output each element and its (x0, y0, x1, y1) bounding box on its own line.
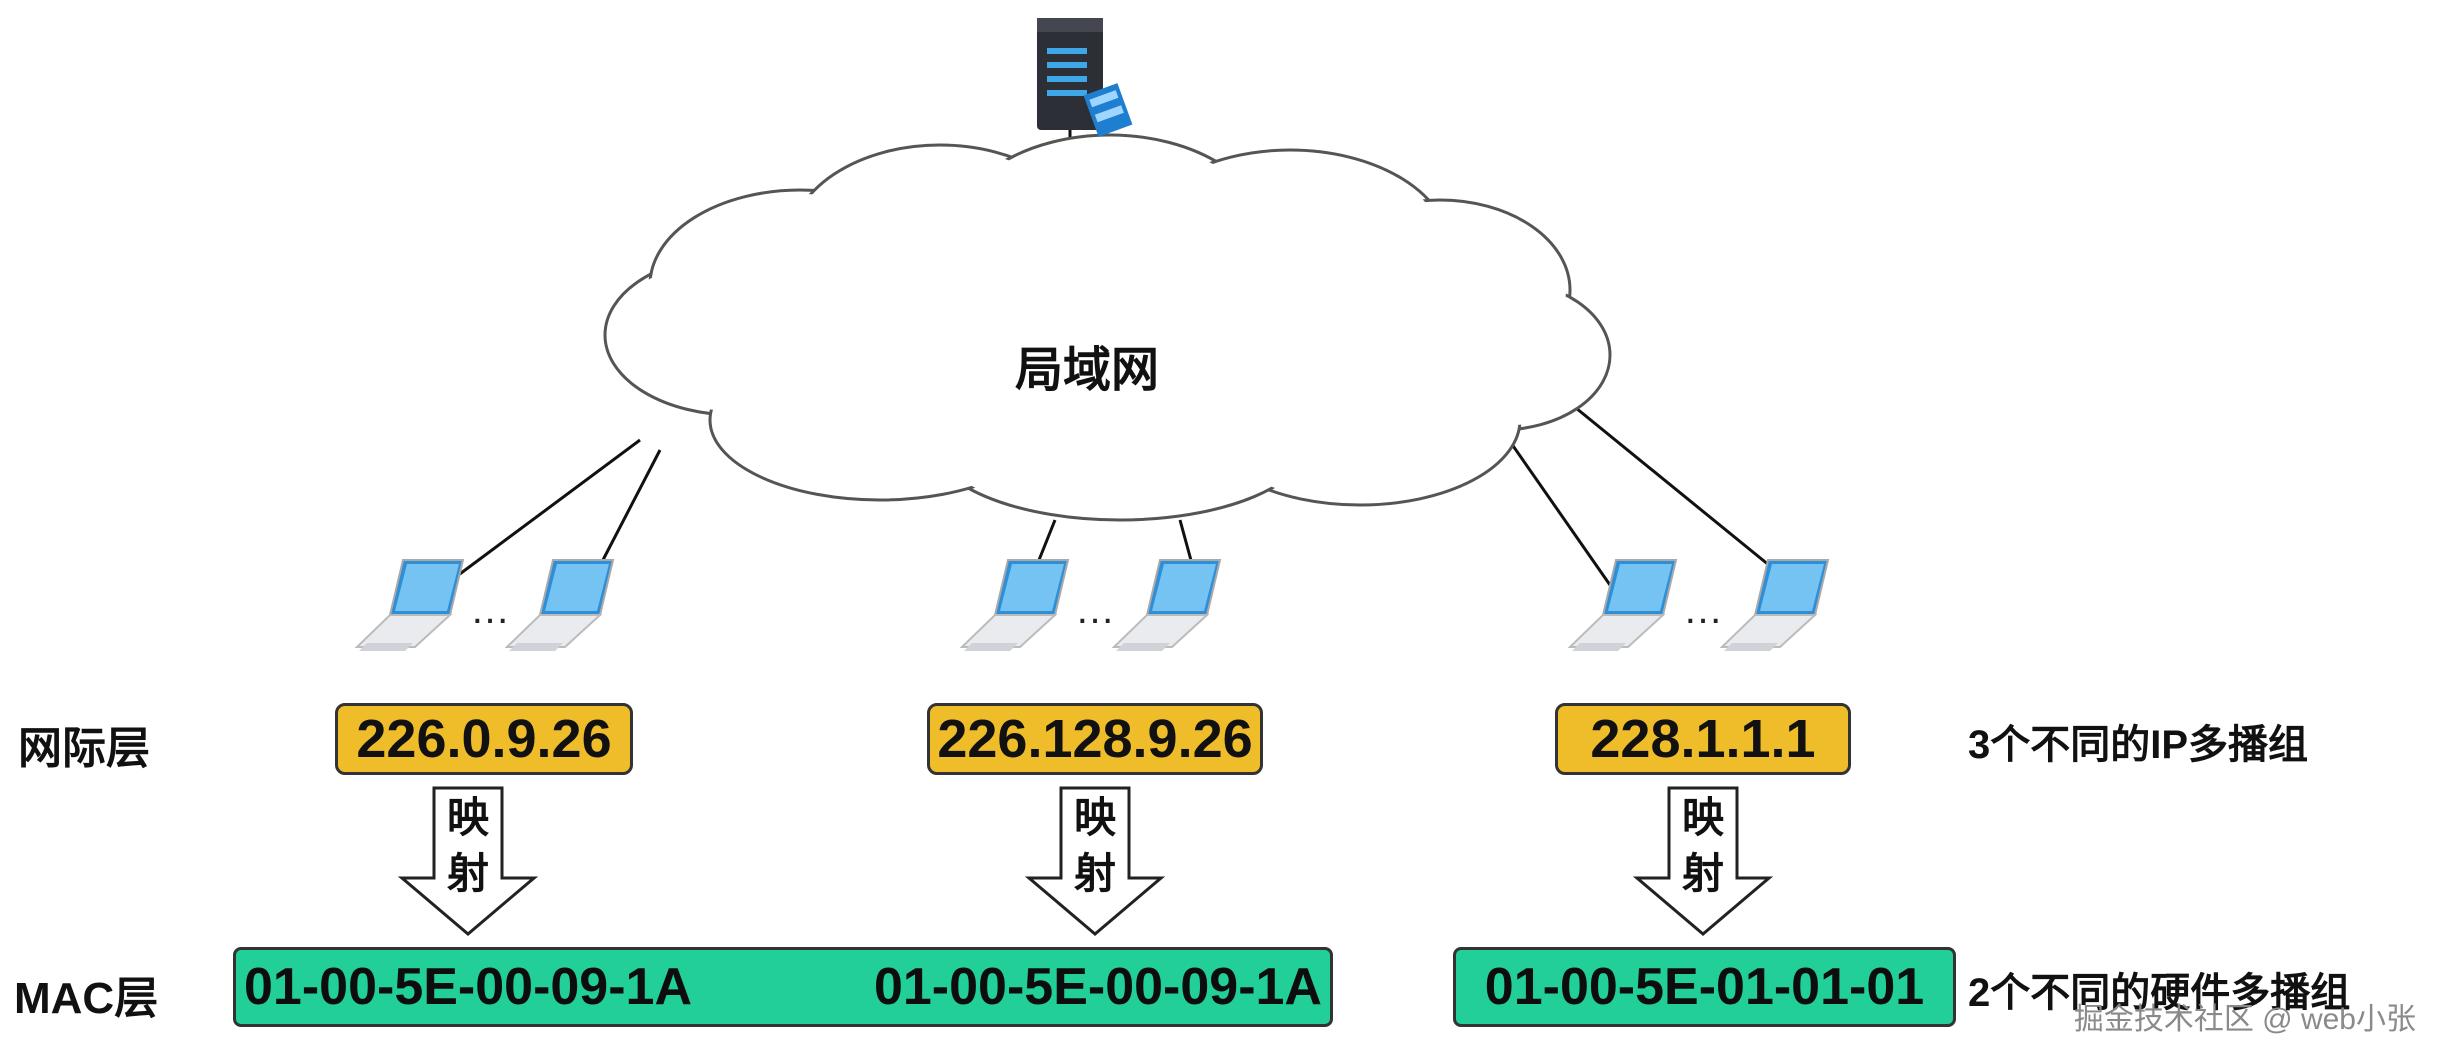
laptop-icon (1112, 559, 1222, 651)
ellipsis: … (1683, 588, 1725, 632)
ip-address-box: 228.1.1.1 (1555, 703, 1851, 775)
ip-address-box: 226.0.9.26 (335, 703, 633, 775)
laptop-icon (1720, 559, 1830, 651)
laptop-icon (505, 559, 615, 651)
link-line-1 (444, 438, 641, 587)
laptop-icon (1568, 559, 1678, 651)
mapping-char-1: 映 (1681, 794, 1724, 841)
mac-address: 01-00-5E-01-01-01 (1484, 958, 1925, 1016)
server-icon (1037, 18, 1133, 137)
ip-address-box: 226.128.9.26 (927, 703, 1263, 775)
ellipsis: … (470, 588, 512, 632)
mac-address-box: 01-00-5E-01-01-01 (1453, 947, 1956, 1027)
lan-cloud (603, 133, 1612, 522)
ip-groups-note: 3个不同的IP多播组 (1968, 723, 2309, 767)
mac-layer-label: MAC层 (14, 974, 159, 1023)
mapping-arrow-icon (1025, 786, 1165, 936)
mapping-char-2: 射 (446, 850, 489, 897)
mac-address: 01-00-5E-00-09-1A (873, 958, 1322, 1016)
mapping-char-2: 射 (1073, 850, 1116, 897)
mapping-arrow-icon (1633, 786, 1773, 936)
watermark: 掘金技术社区 @ web小张 (2073, 1003, 2416, 1036)
mac-address: 01-00-5E-00-09-1A (244, 958, 693, 1016)
laptop-icon (960, 559, 1070, 651)
link-line-5 (1493, 419, 1612, 586)
ellipsis: … (1075, 588, 1117, 632)
network-layer-label: 网际层 (18, 724, 150, 773)
mac-address-box-shared: 01-00-5E-00-09-1A 01-00-5E-00-09-1A (233, 947, 1333, 1027)
link-line-6 (1559, 393, 1776, 572)
mapping-char-2: 射 (1681, 850, 1724, 897)
hw-groups-note: 2个不同的硬件多播组 (1968, 971, 2351, 1015)
mapping-char-1: 映 (446, 794, 489, 841)
cloud-label: 局域网 (1015, 344, 1160, 397)
mapping-arrow-icon (398, 786, 538, 936)
laptop-icon (355, 559, 465, 651)
mapping-char-1: 映 (1073, 794, 1116, 841)
